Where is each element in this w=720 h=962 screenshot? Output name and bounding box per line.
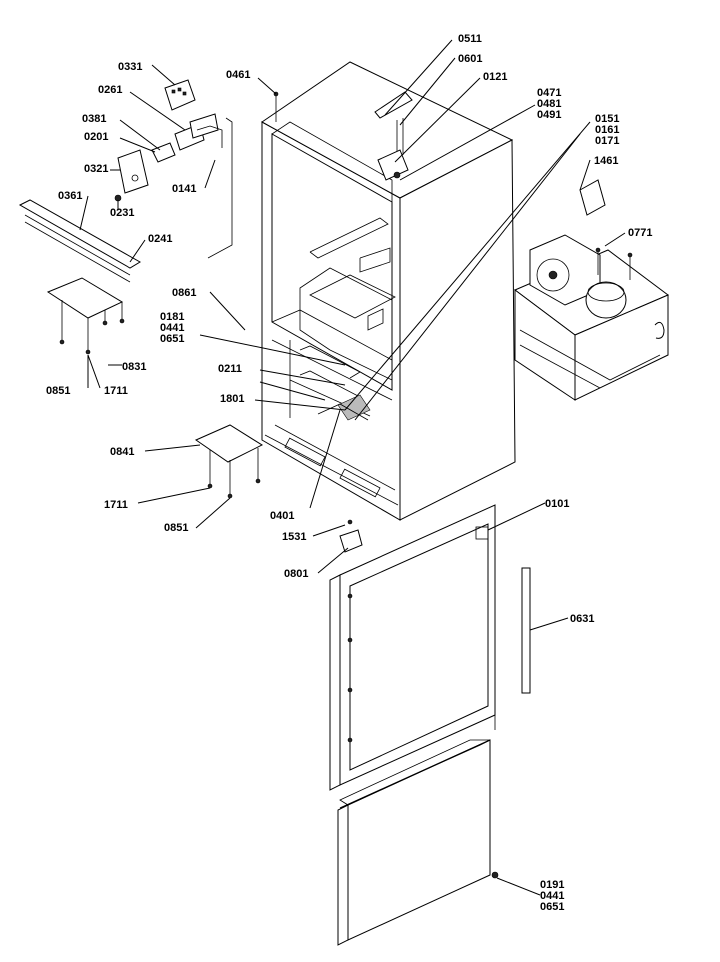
callout-0241: 0241 [148, 233, 172, 245]
callout-line: 0361 [58, 190, 82, 202]
callout-0261: 0261 [98, 84, 122, 96]
callout-line: 0441 [540, 890, 564, 902]
callout-line: 0771 [628, 227, 652, 239]
callout-line: 0401 [270, 510, 294, 522]
callout-0331: 0331 [118, 61, 142, 73]
callout-line: 0231 [110, 207, 134, 219]
leader-lines [79, 39, 626, 896]
callout-line: 0181 [160, 311, 184, 323]
callout-line: 0171 [595, 135, 619, 147]
callout-line: 0141 [172, 183, 196, 195]
callout-1801: 1801 [220, 393, 244, 405]
freezer-door [337, 739, 499, 946]
callout-line: 0151 [595, 113, 619, 125]
callout-line: 0861 [172, 287, 196, 299]
callout-line: 0651 [540, 901, 564, 913]
callout-line: 0211 [218, 363, 242, 375]
fresh-food-door [329, 504, 496, 791]
callout-0831: 0831 [122, 361, 146, 373]
callout-0601: 0601 [458, 53, 482, 65]
callout-0461: 0461 [226, 69, 250, 81]
callout-0381: 0381 [82, 113, 106, 125]
callout-0201: 0201 [84, 131, 108, 143]
callout-line: 0801 [284, 568, 308, 580]
callout-0851b: 0851 [164, 522, 188, 534]
callout-line: 0481 [537, 98, 561, 110]
callout-line: 0121 [483, 71, 507, 83]
callout-labels: 0331 0261 0381 0201 0321 0231 0141 0361 0241 0461… [46, 33, 652, 913]
machine-compartment [514, 179, 669, 401]
callout-line: 0471 [537, 87, 561, 99]
callout-line: 1711 [104, 499, 128, 511]
callout-0841: 0841 [110, 446, 134, 458]
callout-line: 0241 [148, 233, 172, 245]
control-housing-parts [18, 79, 223, 355]
callout-1461: 1461 [594, 155, 618, 167]
bottom-brackets [194, 424, 363, 553]
cabinet [261, 61, 516, 521]
callout-line: 0261 [98, 84, 122, 96]
callout-line: 0851 [164, 522, 188, 534]
callout-line: 0831 [122, 361, 146, 373]
callout-0801: 0801 [284, 568, 308, 580]
door-handle [521, 567, 531, 694]
callout-line: 0191 [540, 879, 564, 891]
callout-line: 0201 [84, 131, 108, 143]
callout-0101: 0101 [545, 498, 569, 510]
callout-line: 0461 [226, 69, 250, 81]
callout-line: 0381 [82, 113, 106, 125]
callout-0771: 0771 [628, 227, 652, 239]
callout-1711a: 1711 [104, 385, 128, 397]
callout-line: 1461 [594, 155, 618, 167]
callout-line: 0491 [537, 109, 561, 121]
callout-line: 0331 [118, 61, 142, 73]
callout-0401: 0401 [270, 510, 294, 522]
callout-0851a: 0851 [46, 385, 70, 397]
callout-line: 0441 [160, 322, 184, 334]
callout-line: 0851 [46, 385, 70, 397]
callout-line: 0841 [110, 446, 134, 458]
callout-line: 0101 [545, 498, 569, 510]
callout-0211: 0211 [218, 363, 242, 375]
callout-0321: 0321 [84, 163, 108, 175]
callout-line: 1531 [282, 531, 306, 543]
callout-line: 0601 [458, 53, 482, 65]
callout-line: 1711 [104, 385, 128, 397]
callout-0121: 0121 [483, 71, 507, 83]
callout-0361: 0361 [58, 190, 82, 202]
callout-0231: 0231 [110, 207, 134, 219]
callout-0861: 0861 [172, 287, 196, 299]
callout-1531: 1531 [282, 531, 306, 543]
callout-line: 1801 [220, 393, 244, 405]
callout-1711b: 1711 [104, 499, 128, 511]
callout-line: 0631 [570, 613, 594, 625]
callout-0631: 0631 [570, 613, 594, 625]
callout-line: 0161 [595, 124, 619, 136]
callout-line: 0321 [84, 163, 108, 175]
callout-line: 0651 [160, 333, 184, 345]
callout-0141: 0141 [172, 183, 196, 195]
callout-0511: 0511 [458, 33, 482, 45]
callout-line: 0511 [458, 33, 482, 45]
